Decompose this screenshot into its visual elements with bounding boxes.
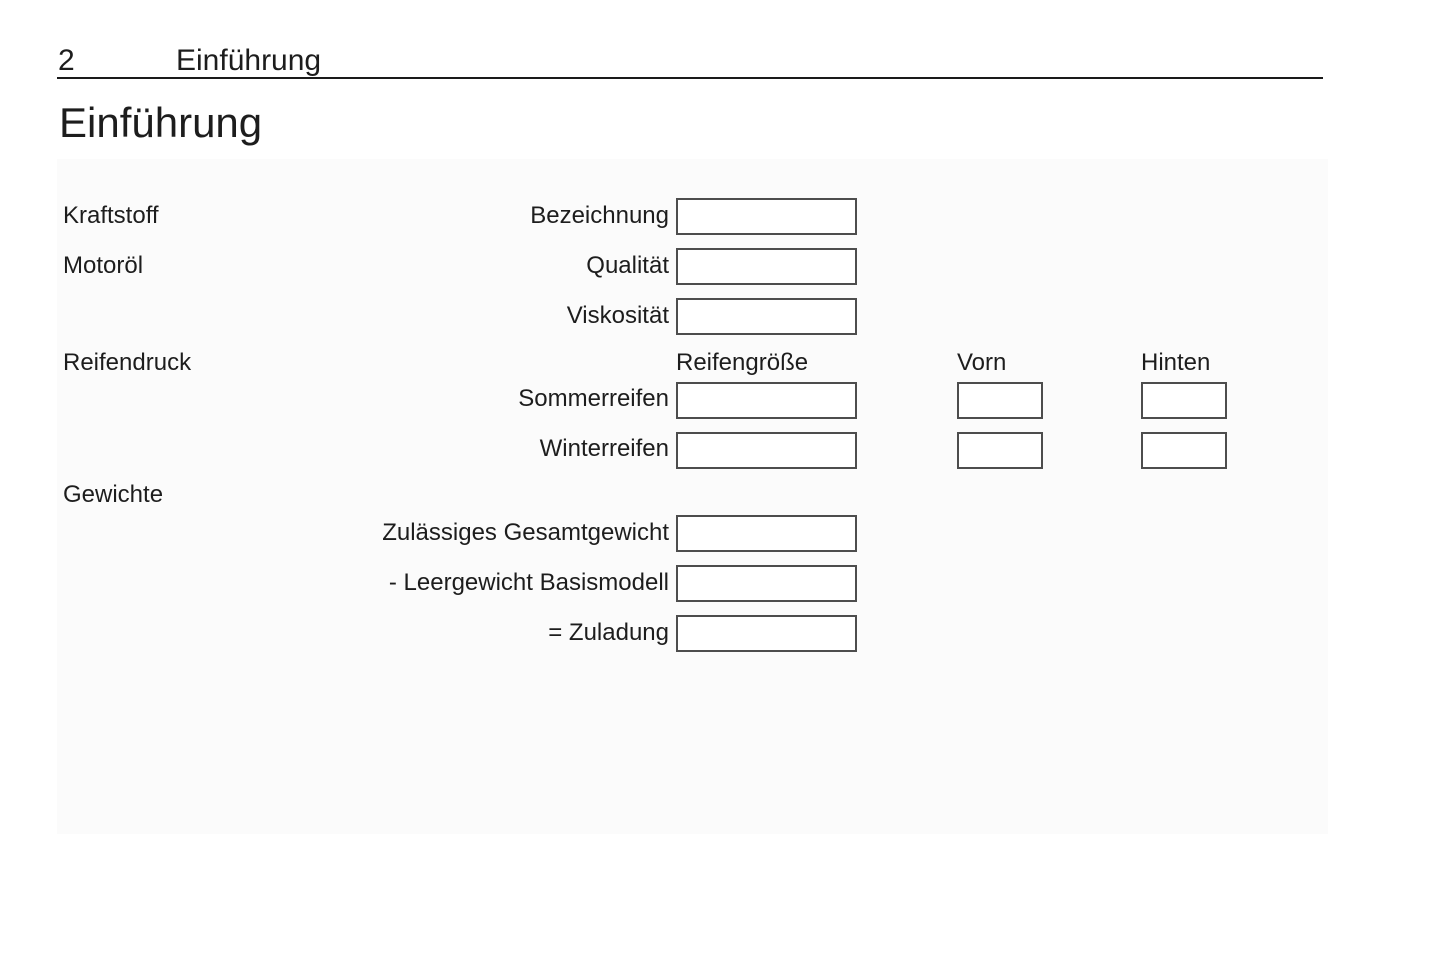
- section-label-oil: Motoröl: [63, 252, 144, 279]
- input-summer-front-pressure[interactable]: [957, 382, 1043, 419]
- page-number: 2: [58, 44, 75, 77]
- field-label-viscosity: Viskosität: [566, 302, 669, 329]
- field-label-gross-weight: Zulässiges Gesamtgewicht: [382, 519, 669, 546]
- header-rule: [57, 77, 1323, 79]
- input-payload[interactable]: [676, 615, 857, 652]
- field-label-summer-tires: Sommerreifen: [518, 385, 669, 412]
- section-label-fuel: Kraftstoff: [63, 202, 159, 229]
- page-title: Einführung: [59, 99, 263, 146]
- section-label-tire-pressure: Reifendruck: [63, 349, 192, 376]
- input-kerb-weight[interactable]: [676, 565, 857, 602]
- input-winter-rear-pressure[interactable]: [1141, 432, 1227, 469]
- input-gross-weight[interactable]: [676, 515, 857, 552]
- field-label-payload: = Zuladung: [548, 619, 669, 646]
- section-label-weights: Gewichte: [63, 481, 164, 508]
- field-label-winter-tires: Winterreifen: [539, 435, 669, 462]
- column-header-front: Vorn: [957, 349, 1007, 376]
- fill-in-form-panel: Kraftstoff Motoröl Reifendruck Gewichte …: [57, 159, 1328, 834]
- column-header-rear: Hinten: [1141, 349, 1211, 376]
- input-summer-rear-pressure[interactable]: [1141, 382, 1227, 419]
- running-header-chapter: Einführung: [176, 44, 322, 77]
- column-header-tire-size: Reifengröße: [676, 349, 809, 376]
- input-winter-front-pressure[interactable]: [957, 432, 1043, 469]
- input-fuel-designation[interactable]: [676, 198, 857, 235]
- input-winter-tire-size[interactable]: [676, 432, 857, 469]
- field-label-quality: Qualität: [586, 252, 669, 279]
- input-oil-viscosity[interactable]: [676, 298, 857, 335]
- field-label-kerb-weight: - Leergewicht Basismodell: [388, 569, 669, 596]
- input-oil-quality[interactable]: [676, 248, 857, 285]
- field-label-designation: Bezeichnung: [530, 202, 669, 229]
- input-summer-tire-size[interactable]: [676, 382, 857, 419]
